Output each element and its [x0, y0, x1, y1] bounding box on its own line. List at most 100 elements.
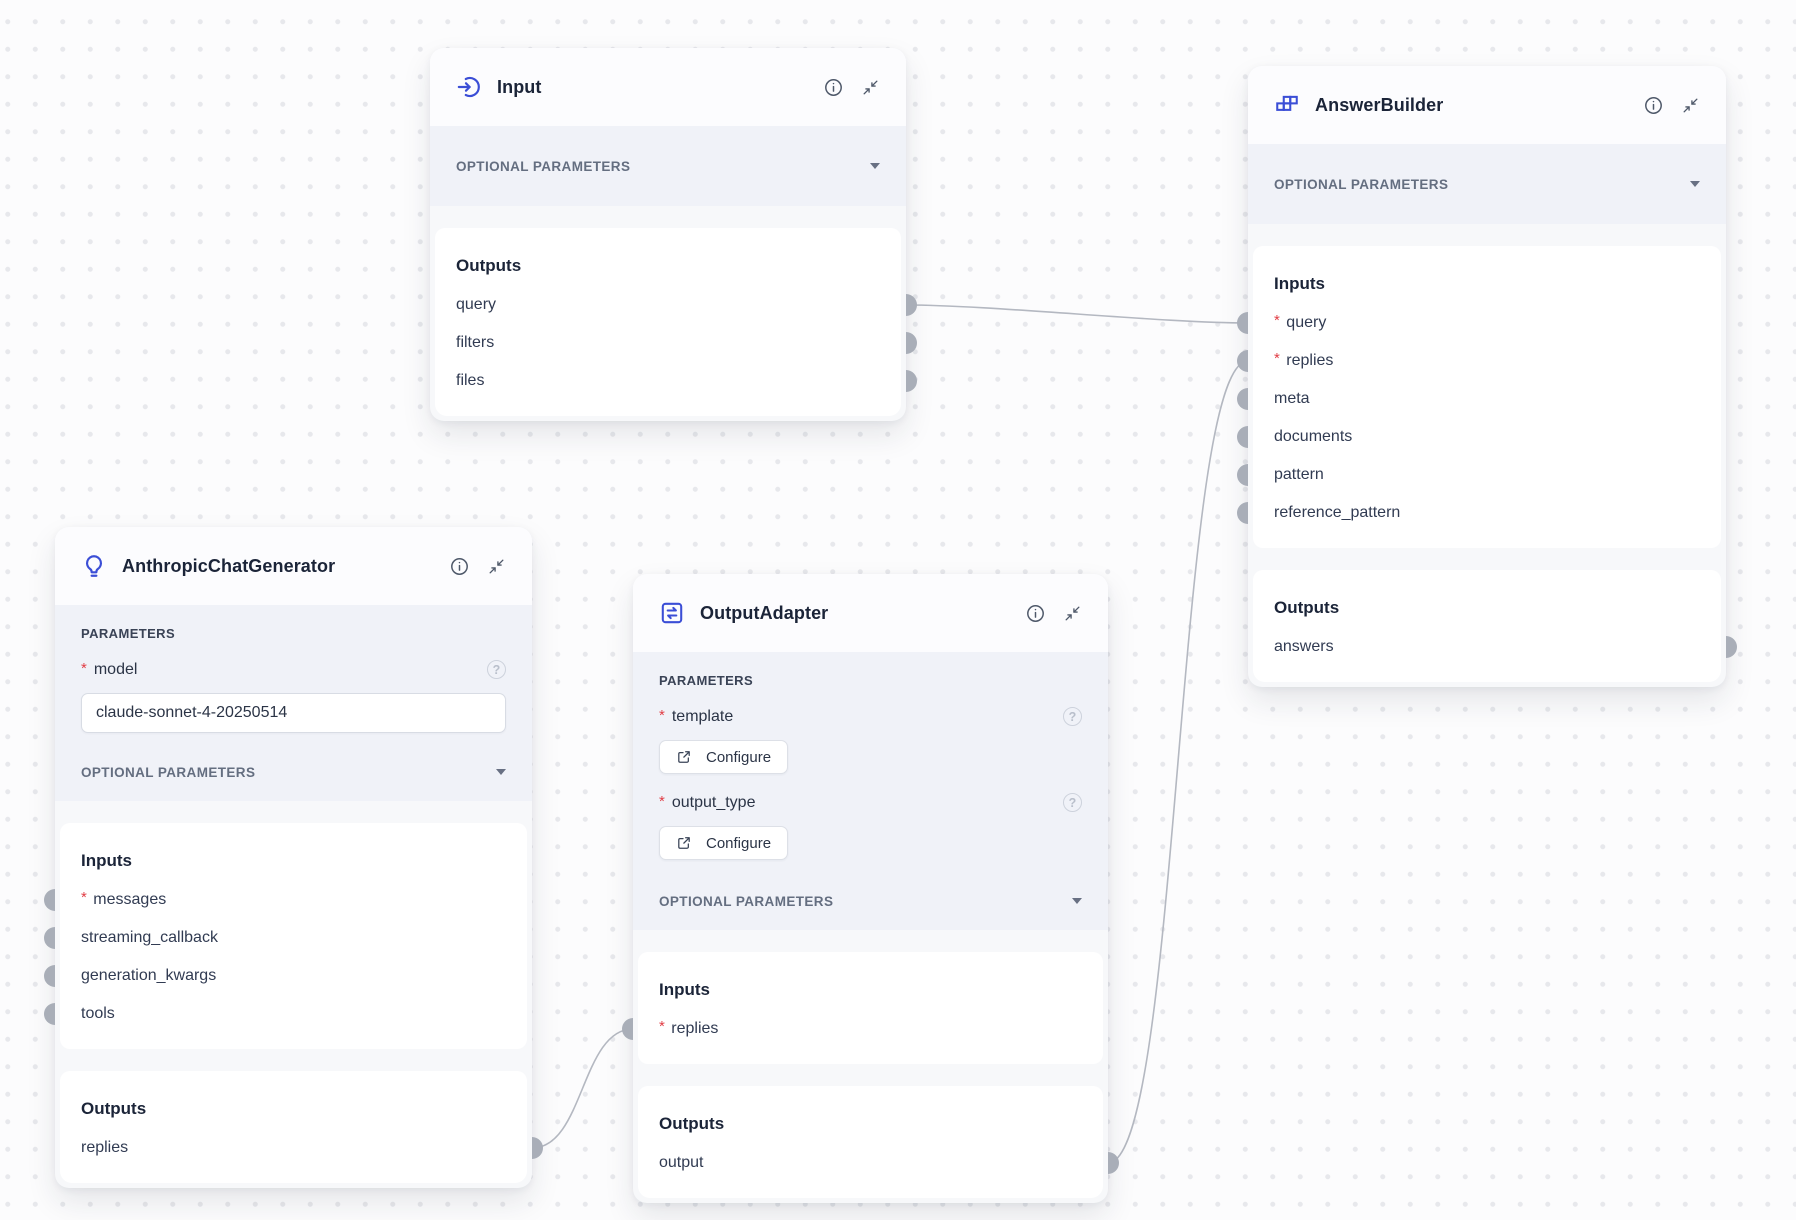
input-label: pattern — [1274, 466, 1324, 483]
optional-parameters-label: OPTIONAL PARAMETERS — [81, 764, 256, 780]
output-port-filters[interactable] — [906, 332, 917, 354]
edge-input-query-to-answerbuilder-query[interactable] — [905, 304, 1249, 324]
optional-parameters-toggle[interactable]: OPTIONAL PARAMETERS — [456, 137, 880, 195]
help-icon[interactable]: ? — [487, 660, 506, 679]
param-row-output-type: * output_type ? — [659, 786, 1082, 820]
external-link-icon — [678, 837, 690, 849]
output-label: answers — [1274, 638, 1334, 655]
required-asterisk: * — [659, 1018, 665, 1035]
input-label: reference_pattern — [1274, 504, 1401, 521]
inputs-card: Inputs * replies — [622, 952, 1103, 1064]
output-port-replies[interactable] — [532, 1137, 543, 1159]
configure-button-label: Configure — [706, 834, 772, 852]
required-asterisk: * — [81, 889, 87, 906]
node-outputadapter[interactable]: OutputAdapter PARAMETERS * template ? — [622, 574, 1119, 1203]
required-asterisk: * — [1274, 350, 1280, 367]
outputs-heading: Outputs — [659, 1114, 725, 1133]
info-icon[interactable] — [823, 77, 844, 98]
param-name: template — [671, 708, 734, 725]
input-row-documents: documents — [1237, 418, 1700, 456]
collapse-icon[interactable] — [487, 557, 506, 576]
input-label: documents — [1274, 428, 1353, 445]
configure-output-type-button[interactable]: Configure — [659, 826, 789, 860]
header-actions — [823, 77, 880, 98]
help-icon[interactable]: ? — [1063, 793, 1082, 812]
output-port-files[interactable] — [906, 370, 917, 392]
info-icon[interactable] — [449, 556, 470, 577]
output-port-output[interactable] — [1108, 1152, 1119, 1174]
parameters-section: PARAMETERS * model ? OPTIONAL PARAMETERS — [55, 605, 532, 801]
optional-parameters-toggle[interactable]: OPTIONAL PARAMETERS — [659, 872, 1082, 930]
node-header[interactable]: Input — [430, 48, 906, 126]
input-port-query[interactable] — [1237, 312, 1248, 334]
input-port-replies[interactable] — [1237, 350, 1248, 372]
chevron-down-icon — [1072, 898, 1082, 904]
output-row-filters: filters — [456, 324, 917, 362]
output-port-answers[interactable] — [1726, 636, 1737, 658]
blocks-icon — [1274, 92, 1300, 118]
chevron-down-icon — [496, 769, 506, 775]
input-port-replies[interactable] — [622, 1018, 633, 1040]
inputs-heading: Inputs — [81, 851, 132, 870]
input-port-meta[interactable] — [1237, 388, 1248, 410]
collapse-icon[interactable] — [861, 78, 880, 97]
output-label: output — [659, 1154, 704, 1171]
edge-chatgenerator-replies-to-outputadapter-replies[interactable] — [531, 1028, 634, 1149]
input-row-reference_pattern: reference_pattern — [1237, 494, 1700, 532]
output-label: filters — [456, 334, 495, 351]
input-port-pattern[interactable] — [1237, 464, 1248, 486]
input-label: replies — [671, 1020, 719, 1037]
input-label: replies — [1286, 352, 1334, 369]
collapse-icon[interactable] — [1063, 604, 1082, 623]
output-row-query: query — [456, 286, 917, 324]
input-port-tools[interactable] — [44, 1003, 55, 1025]
input-port-messages[interactable] — [44, 889, 55, 911]
input-port-streaming_callback[interactable] — [44, 927, 55, 949]
input-row-streaming_callback: streaming_callback — [44, 919, 506, 957]
input-label: streaming_callback — [81, 929, 218, 946]
output-port-query[interactable] — [906, 294, 917, 316]
external-link-icon — [678, 751, 690, 763]
input-row-replies: * replies — [622, 1010, 1082, 1048]
output-label: query — [456, 296, 497, 313]
output-row-replies: replies — [81, 1129, 543, 1167]
inputs-heading: Inputs — [659, 980, 710, 999]
optional-parameters-section: OPTIONAL PARAMETERS — [1248, 144, 1726, 224]
output-label: replies — [81, 1139, 129, 1156]
optional-parameters-toggle[interactable]: OPTIONAL PARAMETERS — [81, 743, 506, 801]
lightbulb-icon — [81, 553, 107, 579]
input-row-tools: tools — [44, 995, 506, 1033]
input-port-reference_pattern[interactable] — [1237, 502, 1248, 524]
parameters-label: PARAMETERS — [81, 626, 176, 641]
edge-outputadapter-output-to-answerbuilder-replies[interactable] — [1107, 360, 1249, 1164]
node-header[interactable]: OutputAdapter — [633, 574, 1108, 652]
node-anthropicchatgenerator[interactable]: AnthropicChatGenerator PARAMETERS * mode… — [44, 527, 543, 1188]
adapter-swap-icon — [659, 600, 685, 626]
input-label: meta — [1274, 390, 1310, 407]
model-input[interactable] — [81, 693, 506, 733]
input-port-documents[interactable] — [1237, 426, 1248, 448]
input-arrow-icon — [456, 74, 482, 100]
input-label: generation_kwargs — [81, 967, 217, 984]
node-answerbuilder[interactable]: AnswerBuilder OPTIONAL PARAMETERS Inputs… — [1237, 66, 1737, 687]
outputs-card: Outputs output — [638, 1086, 1119, 1198]
configure-template-button[interactable]: Configure — [659, 740, 789, 774]
info-icon[interactable] — [1025, 603, 1046, 624]
node-header[interactable]: AnthropicChatGenerator — [55, 527, 532, 605]
optional-parameters-label: OPTIONAL PARAMETERS — [456, 158, 631, 174]
input-port-generation_kwargs[interactable] — [44, 965, 55, 987]
input-row-messages: * messages — [44, 881, 506, 919]
required-asterisk: * — [659, 706, 665, 724]
optional-parameters-toggle[interactable]: OPTIONAL PARAMETERS — [1274, 155, 1700, 213]
optional-parameters-label: OPTIONAL PARAMETERS — [1274, 176, 1449, 192]
header-actions — [1643, 95, 1700, 116]
help-icon[interactable]: ? — [1063, 707, 1082, 726]
node-header[interactable]: AnswerBuilder — [1248, 66, 1726, 144]
input-row-pattern: pattern — [1237, 456, 1700, 494]
collapse-icon[interactable] — [1681, 96, 1700, 115]
info-icon[interactable] — [1643, 95, 1664, 116]
